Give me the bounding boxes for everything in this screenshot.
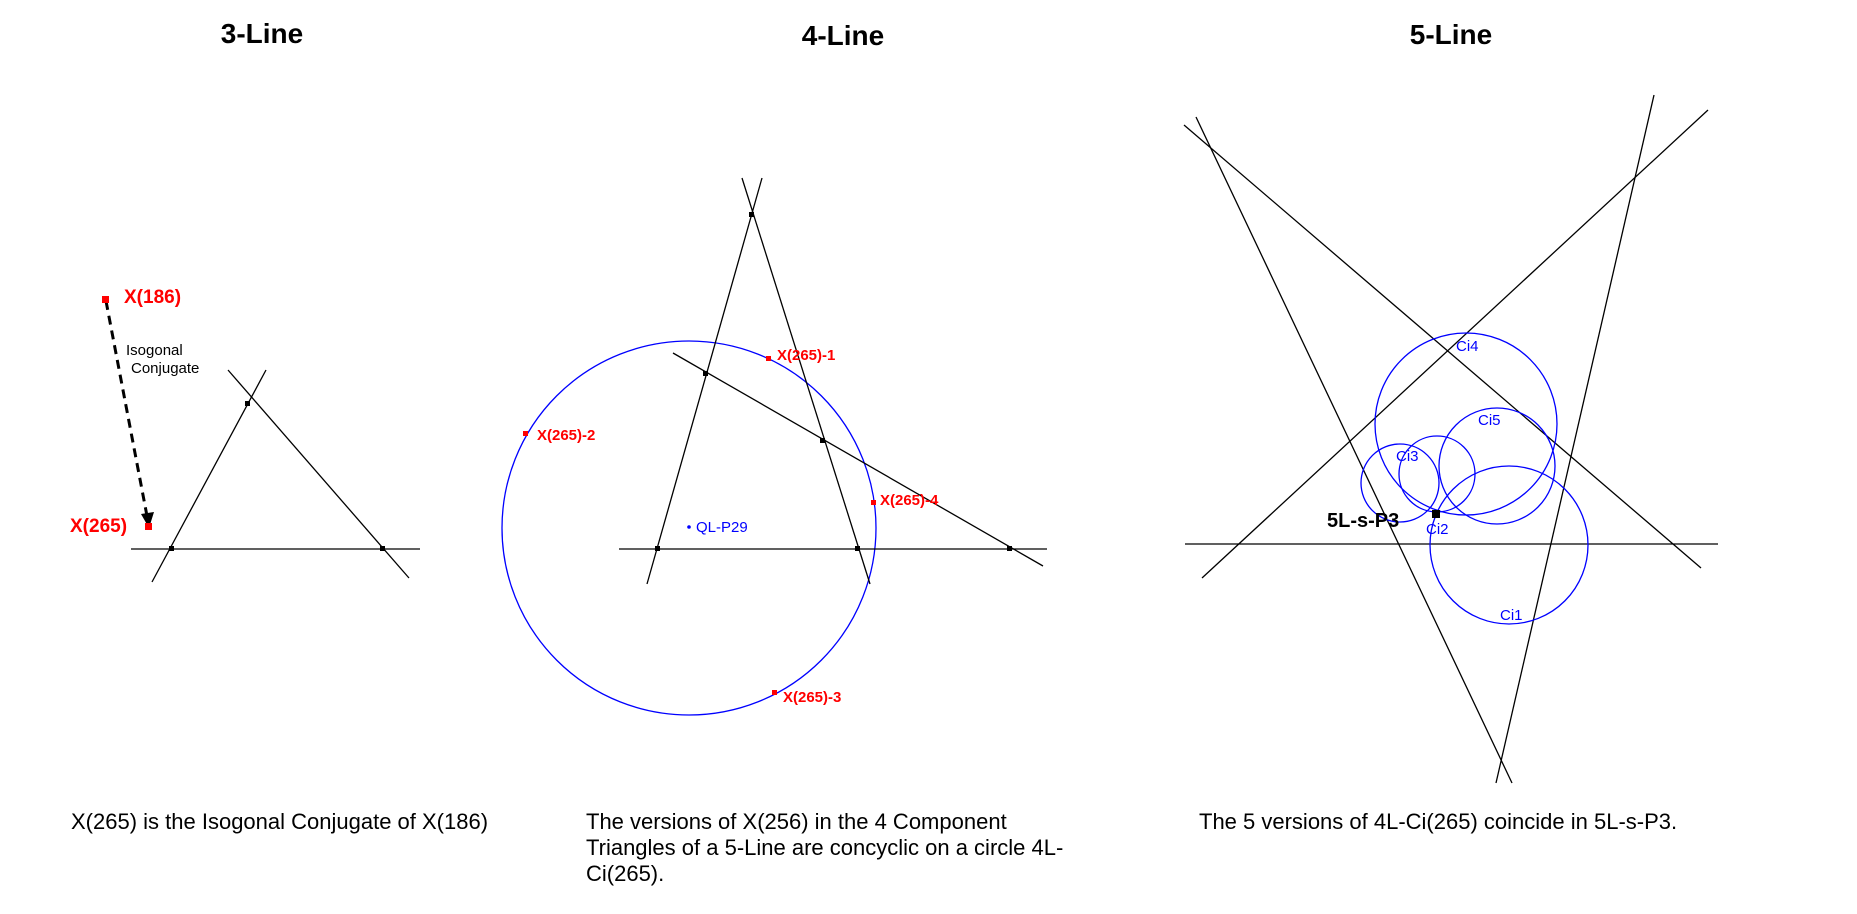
panel-five-line: 5-Line Ci1 Ci2 Ci3 Ci4 Ci5 5L-s-P3 [1183,19,1718,784]
five-line-2 [1183,124,1702,569]
quad-vertex-4 [749,212,754,217]
label-ci5: Ci5 [1478,412,1501,429]
triangle-line-right [227,369,410,579]
circle-4l-ci265 [501,340,877,716]
label-x265-1: X(265)-1 [777,347,835,364]
point-ql-p29 [687,525,691,529]
quad-vertex-2 [855,546,860,551]
panel-four-line: 4-Line X(265)-1 X(265)-2 X(265)-3 X(265)… [501,20,1047,716]
point-x186 [102,296,109,303]
circle-ci4 [1374,332,1558,516]
vertex-a [169,546,174,551]
point-x265-2 [523,431,528,436]
label-x265: X(265) [70,516,127,537]
quad-vertex-3 [1007,546,1012,551]
arrow-label-line1: Isogonal [126,342,183,359]
point-x265 [145,523,152,530]
label-ci4: Ci4 [1456,338,1479,355]
quad-line-right [741,177,871,585]
vertex-b [380,546,385,551]
label-ci3: Ci3 [1396,448,1419,465]
label-x265-2: X(265)-2 [537,427,595,444]
panel-three-line: 3-Line X(186) X(265) Isogonal Conjugate [70,18,420,583]
panel-title-four-line: 4-Line [802,20,884,51]
label-ci1: Ci1 [1500,607,1523,624]
point-x265-3 [772,690,777,695]
circle-ci1 [1429,465,1589,625]
quad-line-left [646,177,763,585]
circle-ci5 [1438,407,1556,525]
five-line-1 [1195,116,1513,784]
label-5l-s-p3: 5L-s-P3 [1327,510,1399,532]
quad-vertex-6 [820,438,825,443]
five-line-4 [1495,94,1655,784]
point-x265-4 [871,500,876,505]
panel-title-three-line: 3-Line [221,18,303,49]
isogonal-arrow-shaft [104,300,149,517]
quad-vertex-1 [655,546,660,551]
isogonal-arrow-head [141,512,154,528]
circle-ci2 [1360,443,1440,523]
label-x265-4: X(265)-4 [880,492,939,509]
vertex-c [245,401,250,406]
panel-title-five-line: 5-Line [1410,19,1492,50]
quad-vertex-5 [703,371,708,376]
point-x265-1 [766,356,771,361]
caption-five-line: The 5 versions of 4L-Ci(265) coincide in… [1199,809,1678,834]
label-x186: X(186) [124,287,181,308]
point-5l-s-p3 [1432,510,1440,518]
label-x265-3: X(265)-3 [783,689,841,706]
label-ql-p29: QL-P29 [696,519,748,536]
caption-four-line: The versions of X(256) in the 4 Componen… [586,809,1064,886]
arrow-label-line2: Conjugate [131,360,199,377]
quad-line-diagonal [672,352,1044,567]
five-line-3 [1201,109,1709,579]
caption-three-line: X(265) is the Isogonal Conjugate of X(18… [71,809,489,834]
label-ci2: Ci2 [1426,521,1449,538]
